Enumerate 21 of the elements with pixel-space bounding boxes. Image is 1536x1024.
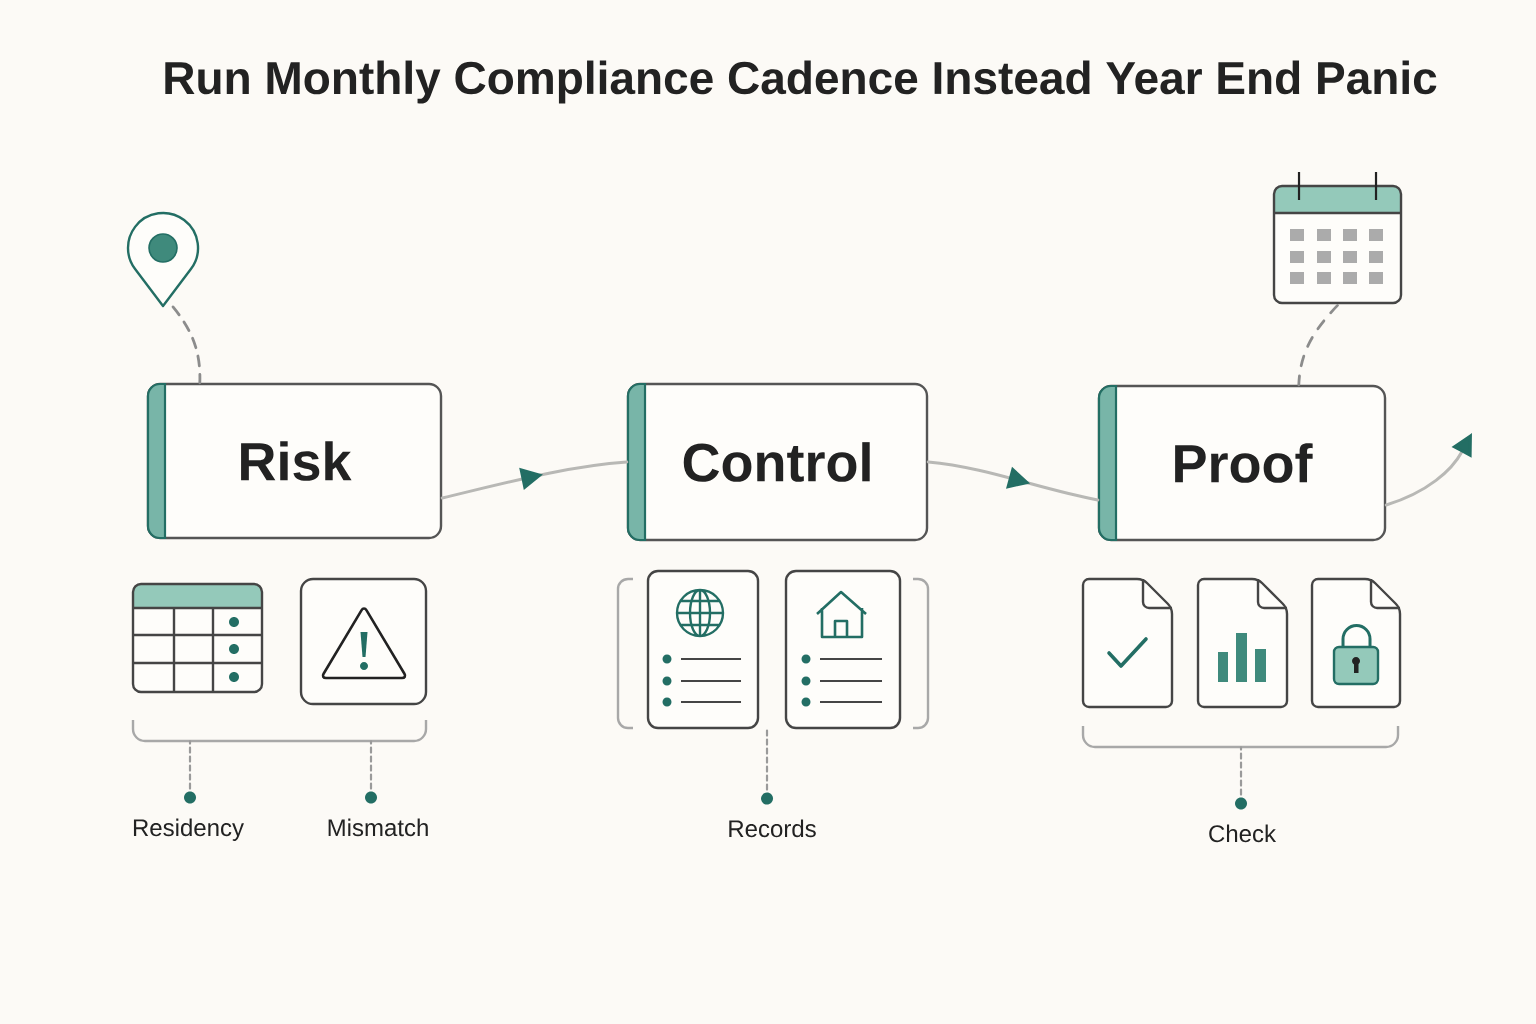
leader-line (369, 740, 373, 790)
process-box: Risk (146, 382, 443, 540)
callout-label: Residency (133, 818, 244, 841)
callout-label: Mismatch (328, 818, 428, 837)
arrow (926, 460, 1100, 502)
dashed-connector (171, 305, 202, 385)
calendar-icon (1272, 170, 1403, 305)
location-pin-icon (126, 211, 200, 308)
bracket (131, 720, 428, 743)
arrow (440, 460, 629, 500)
leader-line (765, 727, 769, 791)
leader-line (1239, 746, 1243, 796)
process-box: Proof (1097, 384, 1387, 542)
bracket (1081, 726, 1400, 749)
bracket (616, 577, 930, 730)
title: Run Monthly Compliance Cadence Instead Year End Panic (165, 60, 1437, 104)
process-box: Control (626, 382, 929, 542)
callout-label: Records (729, 819, 816, 838)
dashed-connector (1297, 304, 1339, 387)
callout-label: Check (1209, 824, 1277, 843)
leader-line (188, 740, 192, 790)
